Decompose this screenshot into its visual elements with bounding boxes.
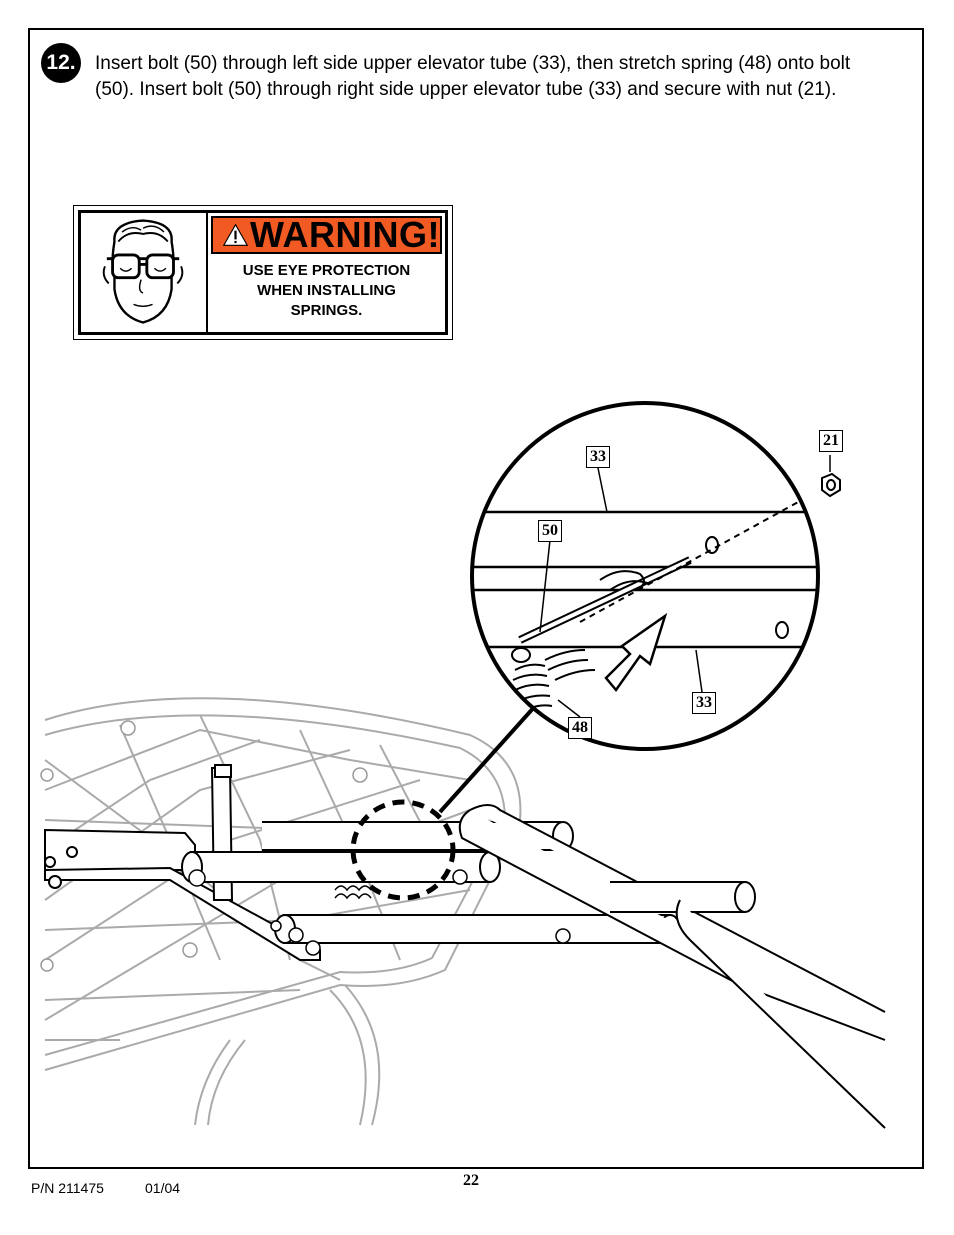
- step-number-badge: 12.: [41, 43, 81, 83]
- warning-line-2: WHEN INSTALLING: [257, 282, 396, 299]
- warning-label-inner: WARNING! USE EYE PROTECTION WHEN INSTALL…: [78, 210, 448, 335]
- warning-line-1: USE EYE PROTECTION: [242, 262, 411, 279]
- part-number: P/N 211475: [31, 1180, 104, 1196]
- callout-21: 21: [819, 430, 843, 452]
- backboard-frame: [44, 697, 522, 1126]
- callout-33-bottom: 33: [692, 692, 716, 714]
- callout-33-top: 33: [586, 446, 610, 468]
- callout-leaders: [539, 455, 831, 718]
- small-spring: [334, 885, 372, 900]
- callout-48: 48: [568, 717, 592, 739]
- warning-triangle-icon: [223, 223, 249, 246]
- step-instruction: Insert bolt (50) through left side upper…: [95, 53, 851, 100]
- page-frame: [28, 28, 924, 1169]
- eye-protection-face-icon: [102, 219, 184, 324]
- warning-message: USE EYE PROTECTION WHEN INSTALLING SPRIN…: [211, 261, 442, 321]
- direction-arrow: [604, 612, 668, 693]
- warning-label: WARNING! USE EYE PROTECTION WHEN INSTALL…: [73, 205, 453, 340]
- detail-zoom-circle: [470, 401, 820, 751]
- hex-nut-icon: [821, 472, 841, 498]
- warning-line-3: SPRINGS.: [290, 302, 363, 319]
- assembly-diagram: [40, 401, 886, 1129]
- warning-divider: [206, 213, 208, 332]
- detail-highlight-circle: [350, 799, 456, 901]
- callout-50: 50: [538, 520, 562, 542]
- warning-header: WARNING!: [211, 214, 442, 255]
- revision-date: 01/04: [145, 1180, 181, 1196]
- page-number: 22: [463, 1172, 479, 1189]
- elevator-tubes: [181, 804, 886, 1129]
- detail-leader-line: [438, 693, 547, 814]
- warning-title: WARNING!: [250, 214, 440, 255]
